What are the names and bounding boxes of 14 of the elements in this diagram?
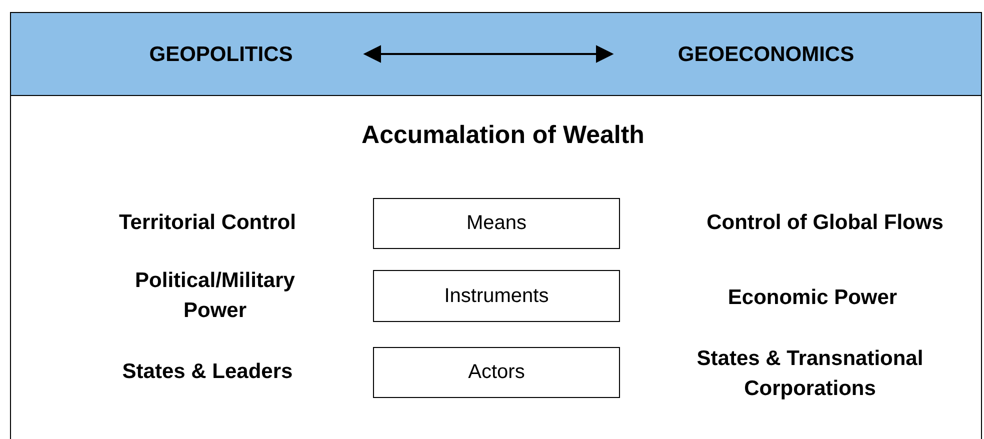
row-label: Control of Global Flows	[706, 210, 944, 236]
column-heading: GEOPOLITICS	[121, 36, 321, 74]
row-box: Instruments	[373, 270, 620, 322]
row-label: States & Leaders	[121, 359, 294, 385]
header-band	[10, 12, 982, 96]
row-label: States & Transnational Corporations	[696, 346, 924, 402]
row-box: Means	[373, 198, 620, 249]
double-arrow	[363, 45, 614, 63]
row-box: Actors	[373, 347, 620, 398]
row-label: Economic Power	[726, 285, 898, 311]
row-label: Territorial Control	[118, 210, 297, 236]
column-heading: GEOECONOMICS	[651, 36, 881, 74]
row-label: Political/Military Power	[134, 268, 296, 324]
heading: Accumalation of Wealth	[360, 120, 646, 150]
